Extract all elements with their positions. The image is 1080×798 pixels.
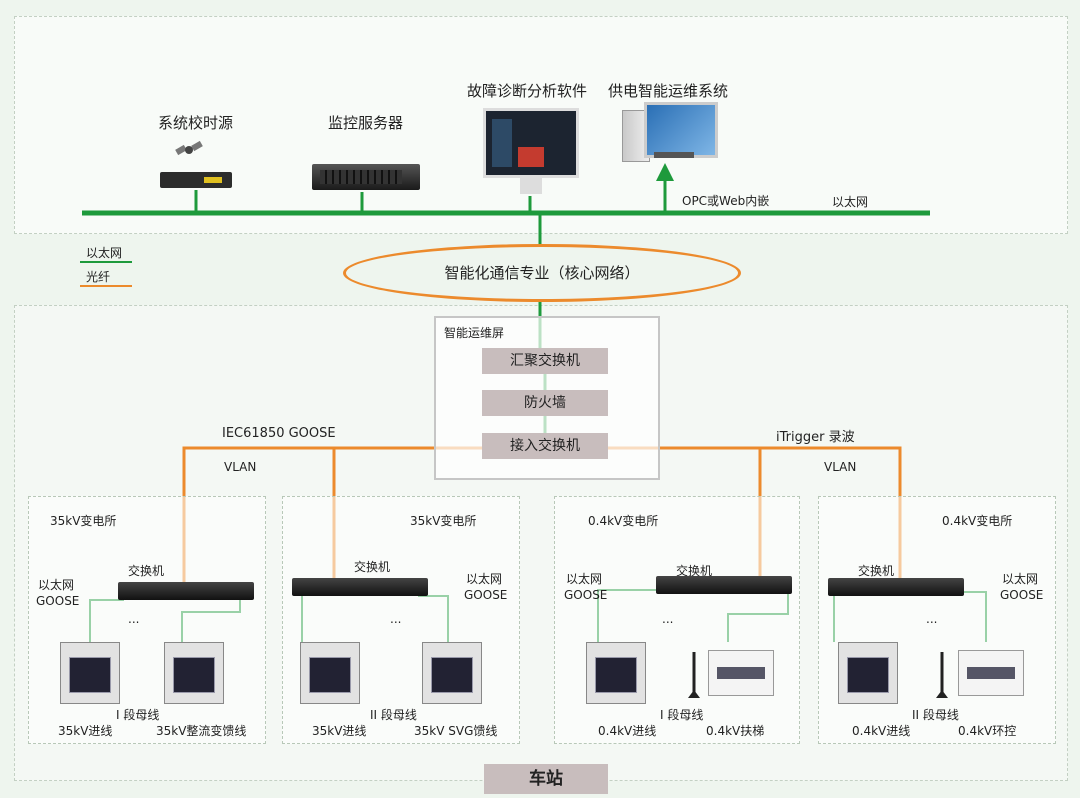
substation-3-name: 0.4kV变电所 <box>588 514 659 528</box>
time-source-label: 系统校时源 <box>158 114 234 132</box>
access-switch: 接入交换机 <box>482 433 608 459</box>
substation-1-switch <box>118 582 254 600</box>
firewall: 防火墙 <box>482 390 608 416</box>
top-ethernet-label: 以太网 <box>832 195 869 209</box>
substation-2-net2: GOOSE <box>464 588 508 602</box>
aggregation-switch: 汇聚交换机 <box>482 348 608 374</box>
substation-4-switch <box>828 578 964 596</box>
substation-2-meter-left <box>300 642 360 704</box>
substation-4-meter <box>838 642 898 704</box>
substation-4-controller <box>958 650 1024 696</box>
substation-2-left-feeder: 35kV进线 <box>312 724 367 738</box>
substation-3-switch-label: 交换机 <box>676 564 713 578</box>
substation-4-ellipsis: ... <box>926 612 938 626</box>
right-protocol-label: iTrigger 录波 <box>776 430 855 445</box>
substation-3-net1: 以太网 <box>566 572 603 586</box>
opc-label: OPC或Web内嵌 <box>682 194 770 208</box>
core-network: 智能化通信专业（核心网络） <box>343 244 741 302</box>
substation-4-switch-label: 交换机 <box>858 564 895 578</box>
antenna-icon <box>934 650 950 698</box>
substation-1-meter-left <box>60 642 120 704</box>
antenna-icon <box>686 650 702 698</box>
station-label: 车站 <box>484 764 608 794</box>
legend-fiber: 光纤 <box>86 270 111 284</box>
substation-1-meter-right <box>164 642 224 704</box>
diag-monitor-stand <box>520 178 542 194</box>
substation-2-right-feeder: 35kV SVG馈线 <box>414 724 498 738</box>
substation-1-net1: 以太网 <box>38 578 75 592</box>
substation-4-right-feeder: 0.4kV环控 <box>958 724 1017 738</box>
legend-ethernet: 以太网 <box>86 246 123 260</box>
time-source-device <box>160 172 232 188</box>
substation-4-net2: GOOSE <box>1000 588 1044 602</box>
diag-software-label: 故障诊断分析软件 <box>467 82 588 100</box>
substation-2-net1: 以太网 <box>466 572 503 586</box>
arrow-up-icon <box>656 163 674 181</box>
substation-2-ellipsis: ... <box>390 612 402 626</box>
right-vlan-label: VLAN <box>824 460 857 474</box>
substation-2-meter-right <box>422 642 482 704</box>
substation-1-switch-label: 交换机 <box>128 564 165 578</box>
substation-1-right-feeder: 35kV整流变馈线 <box>156 724 247 738</box>
substation-4-name: 0.4kV变电所 <box>942 514 1013 528</box>
substation-4-left-feeder: 0.4kV进线 <box>852 724 911 738</box>
substation-3-left-feeder: 0.4kV进线 <box>598 724 657 738</box>
diag-monitor <box>483 108 579 178</box>
substation-3-net2: GOOSE <box>564 588 608 602</box>
ops-monitor <box>644 102 718 158</box>
substation-4-net1: 以太网 <box>1002 572 1039 586</box>
left-protocol-label: IEC61850 GOOSE <box>222 426 336 441</box>
satellite-icon <box>172 138 206 164</box>
substation-1-bus: I 段母线 <box>116 708 160 722</box>
substation-1-name: 35kV变电所 <box>50 514 117 528</box>
substation-3-switch <box>656 576 792 594</box>
substation-3-right-feeder: 0.4kV扶梯 <box>706 724 765 738</box>
substation-1-ellipsis: ... <box>128 612 140 626</box>
substation-3-bus: I 段母线 <box>660 708 704 722</box>
substation-3-meter <box>586 642 646 704</box>
ops-screen-title: 智能运维屏 <box>444 326 505 340</box>
substation-1-panel <box>28 496 266 744</box>
left-vlan-label: VLAN <box>224 460 257 474</box>
substation-1-left-feeder: 35kV进线 <box>58 724 113 738</box>
substation-2-switch <box>292 578 428 596</box>
server-device <box>312 164 420 190</box>
substation-3-ellipsis: ... <box>662 612 674 626</box>
substation-3-controller <box>708 650 774 696</box>
ops-keyboard <box>654 152 694 158</box>
ops-system-label: 供电智能运维系统 <box>608 82 729 100</box>
substation-2-switch-label: 交换机 <box>354 560 391 574</box>
substation-1-net2: GOOSE <box>36 594 80 608</box>
substation-4-bus: II 段母线 <box>912 708 959 722</box>
substation-2-name: 35kV变电所 <box>410 514 477 528</box>
substation-2-bus: II 段母线 <box>370 708 417 722</box>
monitor-server-label: 监控服务器 <box>328 114 404 132</box>
